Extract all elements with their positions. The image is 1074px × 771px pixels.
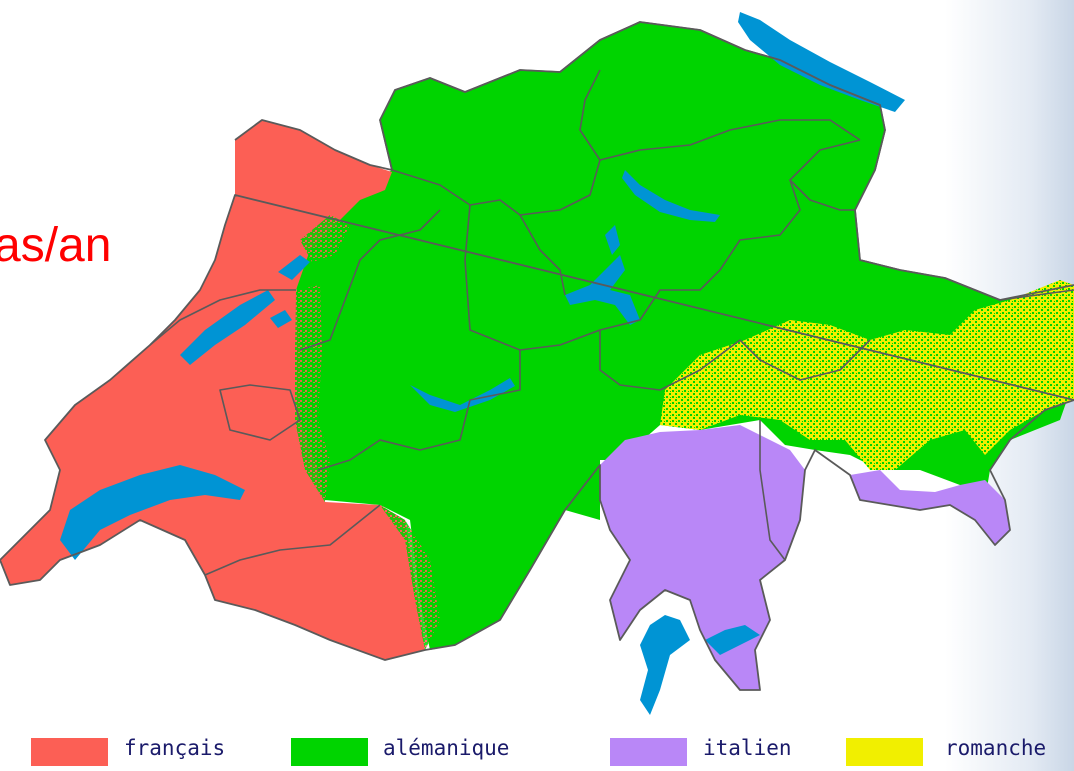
boundary-dither-north (300, 215, 350, 262)
lake-geneva (60, 465, 245, 560)
title-fragment: as/an (0, 219, 112, 272)
boundary-dither-west (295, 285, 330, 502)
switzerland-language-map (0, 12, 1074, 715)
lake-biel (278, 255, 310, 280)
lakes (60, 12, 905, 715)
legend-label-romanche: romanche (945, 736, 1047, 760)
lake-maggiore (640, 615, 690, 715)
lake-constance (738, 12, 905, 112)
swatch-francais (31, 738, 108, 766)
lake-murten (270, 310, 292, 328)
lake-zurich (622, 170, 720, 222)
swatch-italien (610, 738, 687, 766)
legend-label-italien: italien (703, 736, 792, 760)
swatch-romanche (846, 738, 923, 766)
country-border (0, 21, 1074, 691)
swatch-alemanique (291, 738, 368, 766)
legend: français alémanique italien romanche (0, 730, 1074, 771)
region-romanche (660, 280, 1074, 470)
lake-lugano (705, 625, 760, 655)
lake-neuchatel (180, 290, 275, 365)
lake-zug (605, 225, 620, 255)
legend-label-alemanique: alémanique (383, 736, 510, 760)
legend-label-francais: français (124, 736, 226, 760)
region-italien (600, 425, 805, 690)
lake-thun-brienz (410, 378, 515, 412)
region-alemanique (295, 22, 1074, 650)
lake-lucerne (565, 255, 640, 325)
boundary-dither-south (380, 505, 440, 650)
